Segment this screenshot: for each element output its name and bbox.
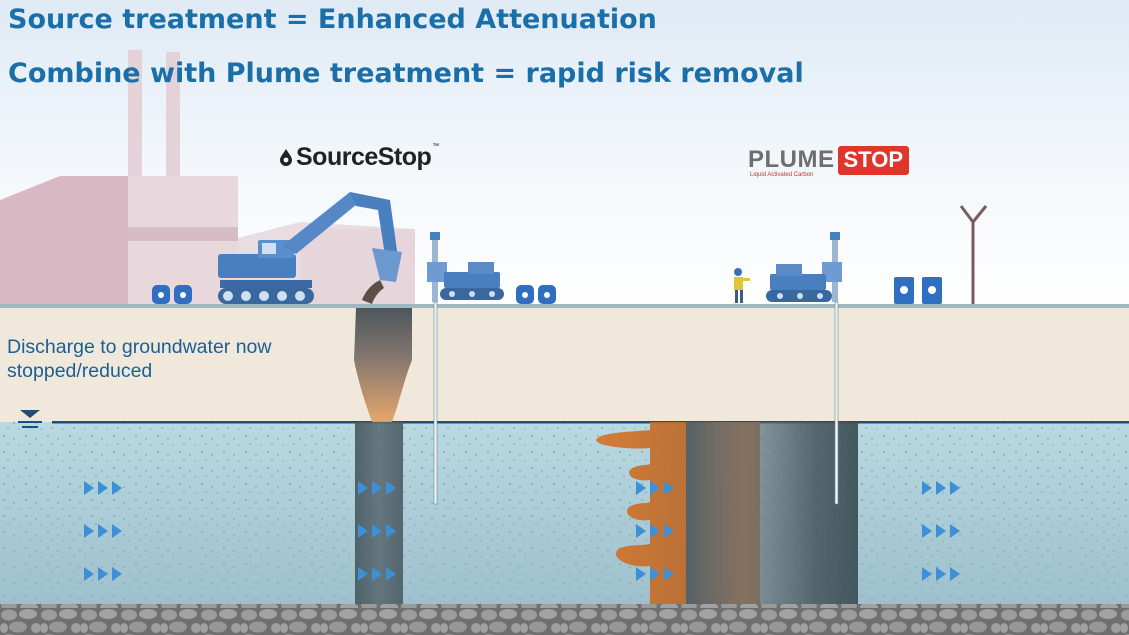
ground-surface — [0, 304, 1129, 308]
drum-icon — [152, 285, 192, 304]
flow-arrow-icon — [636, 524, 674, 538]
excavator-icon — [218, 192, 402, 304]
plumestop-tagline: Liquid Activated Carbon — [750, 172, 814, 178]
flow-arrow-icon — [922, 481, 960, 495]
injection-well — [433, 301, 438, 505]
sourcestop-logo: SourceStop™ — [278, 143, 439, 172]
bedrock — [0, 604, 1129, 635]
drill-rig-icon — [766, 232, 842, 302]
sourcestop-name: SourceStop — [296, 143, 432, 171]
plumestop-right-word: STOP — [837, 146, 910, 175]
plumestop-left-word: PLUME — [748, 146, 835, 173]
aquifer-gravel — [0, 422, 1129, 604]
flow-arrow-icon — [636, 567, 674, 581]
water-table-line — [52, 421, 1129, 424]
flow-arrow-icon — [358, 567, 396, 581]
injection-well — [834, 301, 839, 505]
drum-icon — [516, 285, 556, 304]
flow-arrow-icon — [358, 524, 396, 538]
flow-arrow-icon — [922, 567, 960, 581]
drop-icon — [280, 149, 292, 166]
unsaturated-zone — [0, 308, 1129, 422]
headline-plume-treatment: Combine with Plume treatment = rapid ris… — [8, 58, 804, 89]
drum-icon — [894, 277, 942, 304]
plumestop-barrier — [686, 422, 858, 604]
source-zone — [354, 280, 412, 422]
flow-arrow-icon — [358, 481, 396, 495]
headline-source-treatment: Source treatment = Enhanced Attenuation — [8, 4, 657, 35]
flow-arrow-icon — [922, 524, 960, 538]
flow-arrow-icon — [636, 481, 674, 495]
flow-arrow-icon — [84, 481, 122, 495]
flow-arrow-icon — [84, 567, 122, 581]
drill-rig-icon — [427, 232, 504, 302]
water-table-icon — [18, 410, 42, 428]
flow-arrow-icon — [84, 524, 122, 538]
sourcestop-trademark: ™ — [432, 143, 439, 150]
discharge-callout: Discharge to groundwater now stopped/red… — [7, 336, 272, 382]
sensor-mast-icon — [959, 205, 988, 304]
worker-icon — [734, 268, 750, 303]
